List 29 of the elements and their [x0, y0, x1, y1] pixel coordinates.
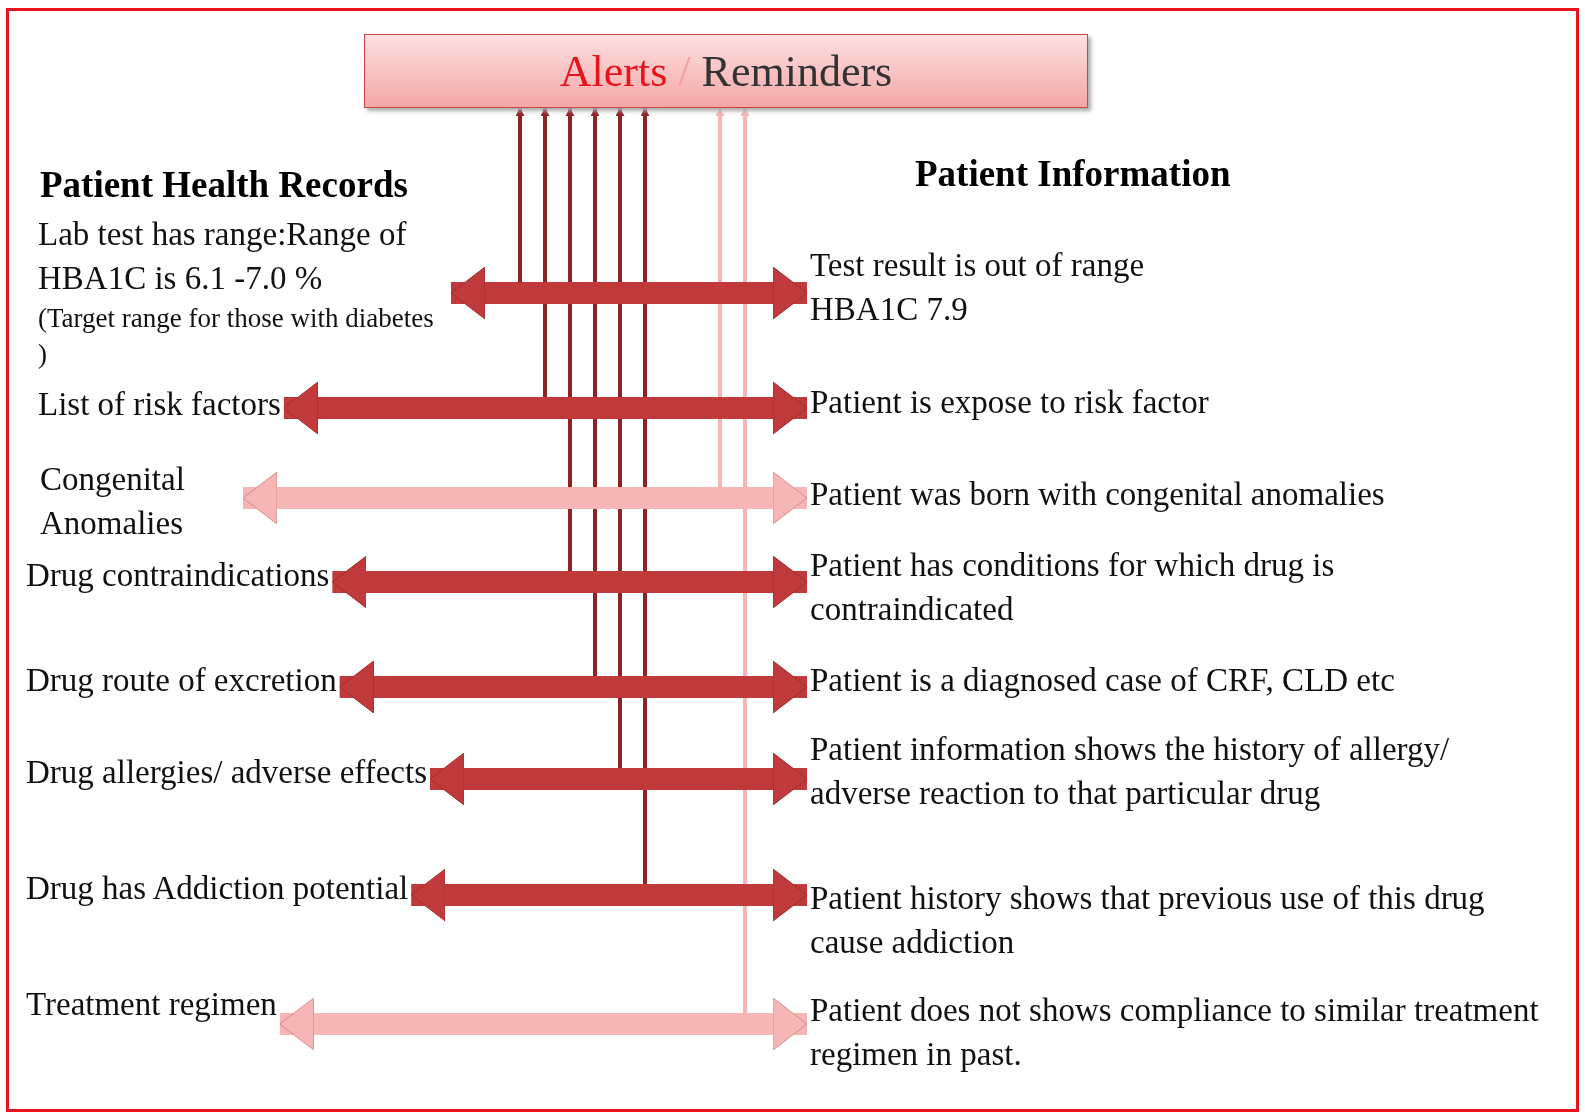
column-heading: Patient Information	[915, 152, 1231, 195]
patient-info-text: Patient does not shows compliance to similar treatment regimen in past.	[810, 988, 1550, 1076]
double-arrow	[283, 381, 808, 435]
double-arrow	[242, 471, 808, 525]
patient-info-text: Patient information shows the history of allergy/ adverse reaction to that particular drug	[810, 727, 1470, 815]
patient-info-text: Patient history shows that previous use of this drug cause addiction	[810, 876, 1550, 964]
record-text: Treatment regimen	[26, 982, 277, 1026]
record-text: List of risk factors	[38, 382, 281, 426]
patient-info-text: Patient was born with congenital anomalies	[810, 472, 1385, 516]
patient-info-text: Patient has conditions for which drug is contraindicated	[810, 543, 1470, 631]
double-arrow	[331, 555, 808, 609]
record-text: Drug has Addiction potential	[26, 866, 409, 910]
patient-info-text: Test result is out of range HBA1C 7.9	[810, 243, 1230, 331]
record-text: Drug contraindications	[26, 553, 330, 597]
title-box	[364, 34, 1088, 108]
record-text: Drug route of excretion	[26, 658, 337, 702]
box-title: Alerts / Reminders	[559, 47, 893, 96]
note-text: (Target range for those with diabetes )	[38, 302, 435, 371]
record-text: Congenital Anomalies	[40, 457, 240, 545]
record-text: Drug allergies/ adverse effects	[26, 750, 428, 794]
double-arrow	[429, 752, 808, 806]
double-arrow	[339, 660, 808, 714]
patient-info-text: Patient is expose to risk factor	[810, 380, 1209, 424]
column-heading: Patient Health Records	[40, 163, 408, 206]
patient-info-text: Patient is a diagnosed case of CRF, CLD etc	[810, 658, 1395, 702]
record-text: Lab test has range:Range of HBA1C is 6.1 -7.0 %	[38, 215, 408, 298]
double-arrow	[279, 997, 808, 1051]
double-arrow	[450, 266, 808, 320]
double-arrow	[410, 868, 808, 922]
